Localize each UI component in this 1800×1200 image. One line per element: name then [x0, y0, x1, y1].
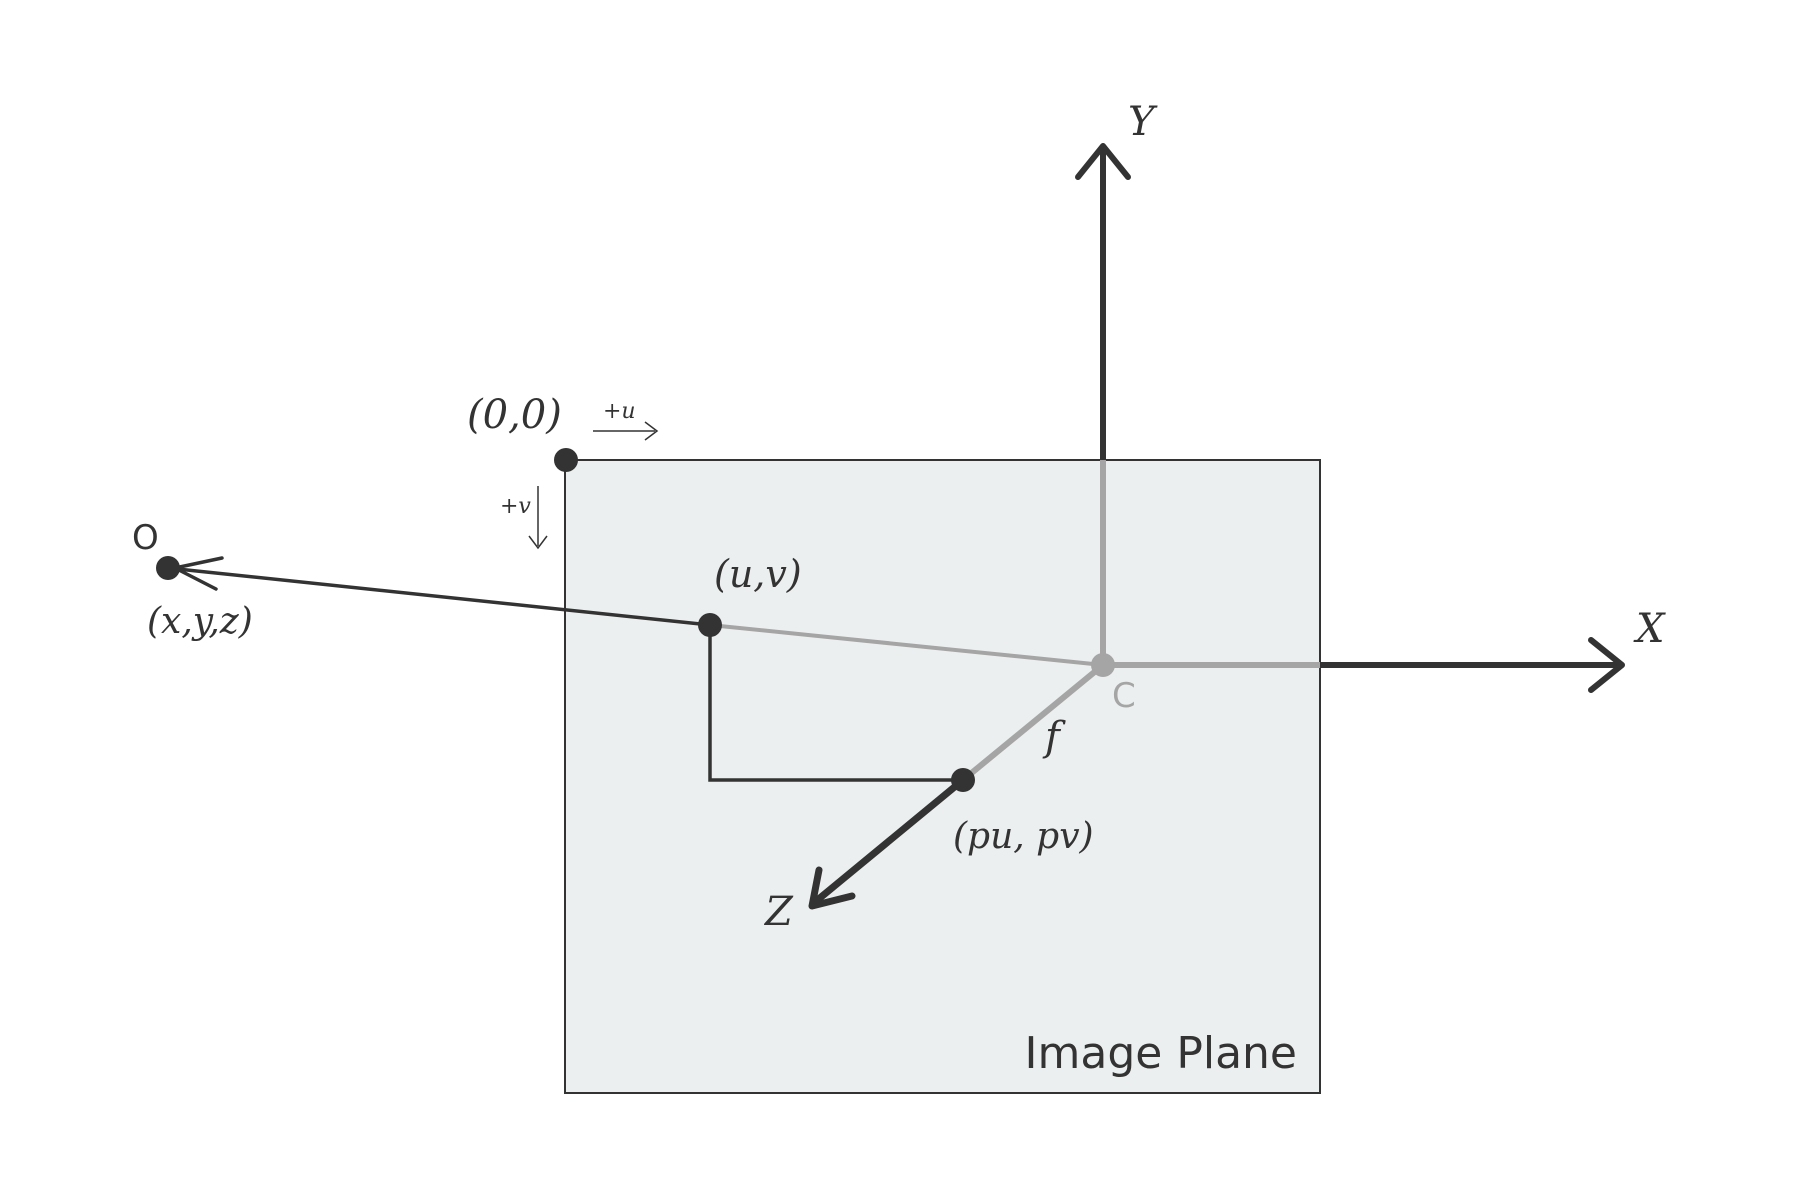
camera-center-point [1091, 653, 1115, 677]
z-axis-line-inside [961, 662, 1105, 783]
z-axis-label: Z [763, 889, 794, 935]
projection-ray-inside [709, 623, 1104, 667]
z-axis-line-outside [812, 777, 966, 905]
origin-point [554, 448, 578, 472]
principal-point [951, 768, 975, 792]
image-plane-label: Image Plane [1025, 1028, 1297, 1079]
image-point [698, 613, 722, 637]
v-direction-arrowhead [528, 535, 548, 550]
u-direction-label: +u [603, 399, 636, 424]
x-axis-label: X [1633, 606, 1666, 652]
origin-label: (0,0) [467, 392, 562, 438]
principal-point-label: (pu, pv) [953, 816, 1094, 857]
image-point-label: (u,v) [714, 552, 802, 596]
offset-path [708, 625, 963, 782]
image-plane [564, 459, 1321, 1094]
projection-ray-outside [167, 566, 711, 627]
y-axis-label: Y [1128, 99, 1158, 145]
world-point-label: (x,y,z) [147, 601, 253, 642]
object-label: O [132, 518, 159, 558]
u-direction-arrowhead [644, 421, 659, 441]
y-axis-arrowhead [1075, 143, 1131, 180]
camera-center-label: C [1112, 676, 1136, 716]
v-direction-label: +v [500, 494, 531, 519]
z-axis-arrowhead [808, 866, 856, 910]
world-point [156, 556, 180, 580]
x-axis-arrowhead [1588, 637, 1625, 693]
